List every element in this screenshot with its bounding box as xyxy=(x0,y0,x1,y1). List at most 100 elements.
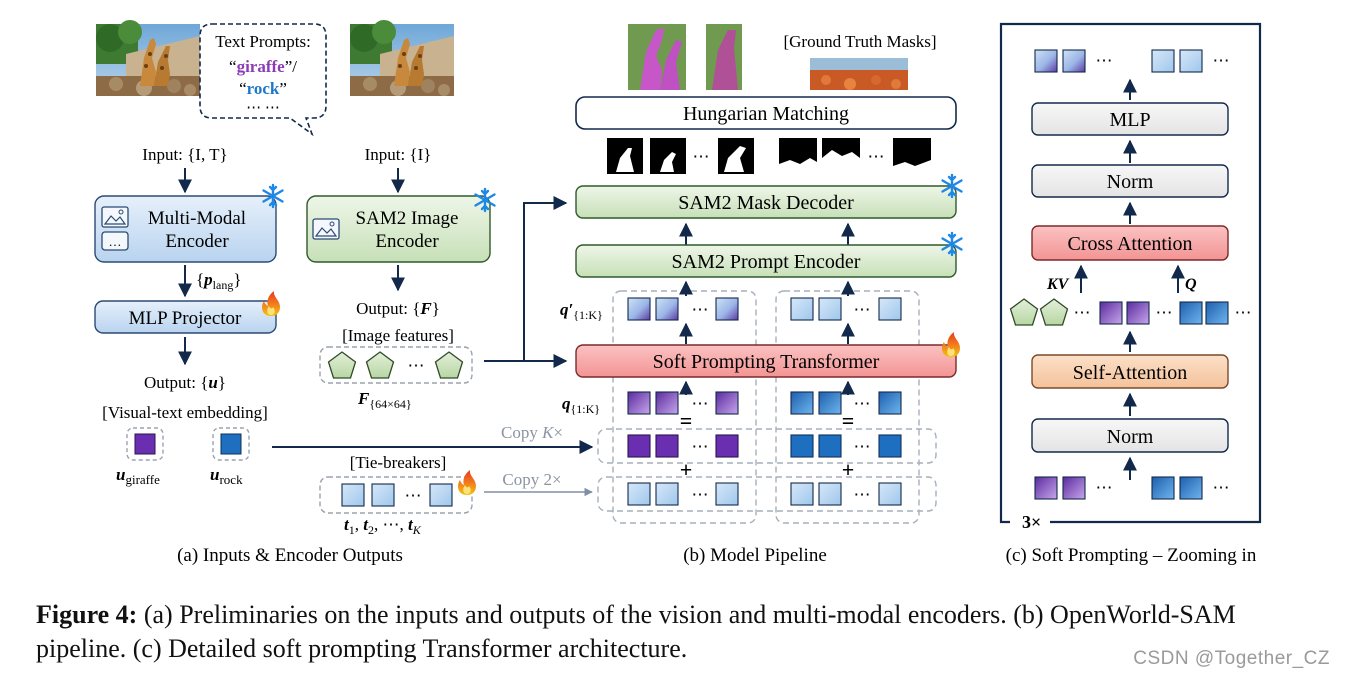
norm-bottom-box: Norm xyxy=(1031,418,1229,453)
copied-tie-breakers-rock: ⋯ xyxy=(790,482,902,506)
connector-arrows: Copy K× Copy 2× xyxy=(272,196,594,497)
prompt-ellipsis: ⋯ ⋯ xyxy=(246,100,280,116)
mask-decoder-label: SAM2 Mask Decoder xyxy=(678,192,854,214)
svg-text:…: … xyxy=(109,234,122,249)
cross-attention-box: Cross Attention xyxy=(1031,225,1229,261)
q-label: q{1:K} xyxy=(562,394,600,416)
image-icon xyxy=(101,206,129,228)
image-features-label: [Image features] xyxy=(342,326,454,345)
svg-text:⋯: ⋯ xyxy=(1213,51,1230,70)
mlp-label: MLP xyxy=(1109,109,1150,131)
equals-sign: = xyxy=(842,408,855,433)
copied-rock-embeddings: ⋯ xyxy=(790,434,902,458)
panel-b-caption: (b) Model Pipeline xyxy=(683,545,827,566)
copied-giraffe-embeddings: ⋯ xyxy=(627,434,739,458)
sam-encoder-label-1: SAM2 Image xyxy=(356,208,459,229)
copy-2-label: Copy 2× xyxy=(502,470,561,489)
input-query-tokens: ⋯ ⋯ xyxy=(1034,476,1230,500)
input-label-left: Input: {I, T} xyxy=(142,145,227,164)
self-attention-box: Self-Attention xyxy=(1031,354,1229,389)
svg-text:⋯: ⋯ xyxy=(693,147,710,166)
image-features-row: ⋯ xyxy=(319,346,473,384)
svg-text:⋯: ⋯ xyxy=(854,300,871,319)
hungarian-matching-box: Hungarian Matching xyxy=(575,96,957,130)
cross-attention-inputs: ⋯ ⋯ ⋯ xyxy=(1009,298,1252,326)
norm-top-box: Norm xyxy=(1031,164,1229,198)
panel-c-caption: (c) Soft Prompting – Zooming in xyxy=(1006,545,1257,566)
svg-text:⋯: ⋯ xyxy=(692,485,709,504)
mlp-projector: MLP Projector xyxy=(94,300,277,334)
sam2-mask-decoder-box: SAM2 Mask Decoder xyxy=(575,185,957,219)
p-lang-label: {plang} xyxy=(196,270,242,292)
predicted-mask-rock xyxy=(706,24,742,90)
mm-encoder-label-1: Multi-Modal xyxy=(148,208,246,229)
input-label-right: Input: {I} xyxy=(365,145,432,164)
self-attention-label: Self-Attention xyxy=(1073,362,1187,384)
text-prompts-bubble: Text Prompts: “giraffe”/ “rock” ⋯ ⋯ xyxy=(199,23,327,137)
mlp-box: MLP xyxy=(1031,102,1229,136)
q-prime-tokens-rock: ⋯ xyxy=(790,297,902,321)
q-tokens-rock: ⋯ xyxy=(790,391,902,415)
panel-a: Text Prompts: “giraffe”/ “rock” ⋯ ⋯ Inpu… xyxy=(94,20,496,566)
tie-breakers-row: ⋯ xyxy=(319,476,473,514)
figure-caption: Figure 4: (a) Preliminaries on the input… xyxy=(36,598,1326,666)
predicted-mask-giraffe xyxy=(628,24,686,90)
panel-b: [Ground Truth Masks] Hungarian Matching … xyxy=(560,24,963,566)
hungarian-label: Hungarian Matching xyxy=(683,103,849,125)
cross-attention-label: Cross Attention xyxy=(1067,233,1192,255)
mlp-projector-label: MLP Projector xyxy=(129,308,242,329)
svg-text:⋯: ⋯ xyxy=(1096,51,1113,70)
svg-text:⋯: ⋯ xyxy=(692,394,709,413)
copied-tie-breaker-row xyxy=(597,476,937,512)
figure-caption-label: Figure 4: xyxy=(36,600,138,629)
image-icon xyxy=(312,218,340,240)
svg-text:⋯: ⋯ xyxy=(854,485,871,504)
feature-token xyxy=(365,351,395,379)
q-prime-label: q′{1:K} xyxy=(560,300,603,322)
svg-text:⋯: ⋯ xyxy=(405,486,422,505)
prompt-encoder-label: SAM2 Prompt Encoder xyxy=(672,251,861,273)
tie-breakers-vars: t1, t2, ⋯, tK xyxy=(344,515,422,537)
ground-truth-label: [Ground Truth Masks] xyxy=(783,32,936,51)
prompt-rock-line: “rock” xyxy=(239,79,287,98)
output-tokens: ⋯ ⋯ xyxy=(1034,49,1230,73)
soft-prompting-label: Soft Prompting Transformer xyxy=(653,351,880,373)
kv-label: KV xyxy=(1046,276,1070,293)
svg-text:⋯: ⋯ xyxy=(854,437,871,456)
svg-text:⋯: ⋯ xyxy=(1096,478,1113,497)
sam2-image-encoder: SAM2 Image Encoder xyxy=(306,195,491,263)
text-prompts-title: Text Prompts: xyxy=(215,32,311,51)
mm-encoder-label-2: Encoder xyxy=(165,231,229,252)
copied-embedding-row xyxy=(597,428,937,464)
panel-a-caption: (a) Inputs & Encoder Outputs xyxy=(177,545,403,566)
svg-text:⋯: ⋯ xyxy=(1213,478,1230,497)
predicted-binary-masks: ⋯ xyxy=(607,138,754,174)
sam-encoder-label-2: Encoder xyxy=(375,231,439,252)
norm-bottom-label: Norm xyxy=(1107,426,1154,448)
u-giraffe-label: ugiraffe xyxy=(116,465,160,487)
multi-modal-encoder: … Multi-Modal Encoder xyxy=(94,195,277,263)
q-tokens-giraffe: ⋯ xyxy=(627,391,739,415)
input-image-left xyxy=(96,20,200,96)
chat-icon: … xyxy=(101,231,129,251)
tie-breakers-label: [Tie-breakers] xyxy=(350,453,447,472)
f-64-label: F{64×64} xyxy=(357,389,412,411)
prompt-rock: rock xyxy=(247,79,280,98)
output-u-label: Output: {u} xyxy=(144,373,226,392)
sam2-prompt-encoder-box: SAM2 Prompt Encoder xyxy=(575,244,957,278)
q-prime-tokens-giraffe: ⋯ xyxy=(627,297,739,321)
trainable-flame-icon xyxy=(262,291,280,316)
trainable-flame-icon xyxy=(458,470,476,495)
svg-text:⋯: ⋯ xyxy=(1235,303,1252,322)
repeat-3x-label: 3× xyxy=(1022,512,1041,532)
figure-caption-text: (a) Preliminaries on the inputs and outp… xyxy=(36,600,1236,663)
input-image-right xyxy=(350,20,454,96)
ground-truth-image xyxy=(810,58,908,90)
panel-c: 3× ⋯ ⋯ MLP Norm Cross Attention KV Q xyxy=(999,22,1262,566)
svg-text:⋯: ⋯ xyxy=(408,356,425,375)
norm-top-label: Norm xyxy=(1107,171,1154,193)
svg-text:⋯: ⋯ xyxy=(854,394,871,413)
ground-truth-binary-masks: ⋯ xyxy=(779,138,931,174)
equals-sign: = xyxy=(680,408,693,433)
u-giraffe-embedding: ugiraffe xyxy=(116,427,164,487)
